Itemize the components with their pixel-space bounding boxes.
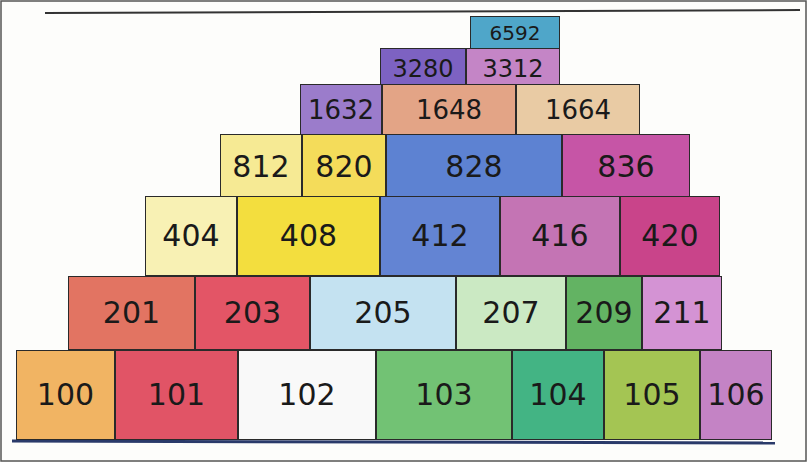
brick-number: 101 — [148, 380, 205, 410]
number-brick: 105 — [604, 350, 700, 440]
number-brick: 201 — [68, 276, 195, 350]
brick-number: 820 — [315, 152, 372, 182]
brick-number: 104 — [529, 380, 586, 410]
brick-number: 404 — [162, 221, 219, 251]
brick-number: 203 — [224, 298, 281, 328]
brick-number: 836 — [597, 152, 654, 182]
number-brick: 416 — [500, 196, 620, 276]
number-brick: 209 — [566, 276, 642, 350]
brick-number: 207 — [482, 298, 539, 328]
brick-number: 209 — [575, 298, 632, 328]
brick-number: 103 — [415, 380, 472, 410]
brick-number: 211 — [653, 298, 710, 328]
number-brick: 836 — [562, 134, 690, 200]
number-brick: 207 — [456, 276, 566, 350]
number-brick: 211 — [642, 276, 722, 350]
brick-number: 408 — [280, 221, 337, 251]
brick-number: 205 — [354, 298, 411, 328]
number-brick: 100 — [16, 350, 115, 440]
brick-number: 106 — [707, 380, 764, 410]
number-brick: 102 — [238, 350, 376, 440]
number-brick: 203 — [195, 276, 310, 350]
number-brick: 412 — [380, 196, 500, 276]
number-brick: 828 — [386, 134, 562, 200]
number-brick: 1664 — [516, 84, 640, 136]
number-brick: 106 — [700, 350, 772, 440]
number-brick: 103 — [376, 350, 512, 440]
brick-number: 100 — [37, 380, 94, 410]
number-brick: 404 — [145, 196, 237, 276]
brick-number: 420 — [641, 221, 698, 251]
number-brick: 1632 — [300, 84, 382, 136]
brick-number: 412 — [411, 221, 468, 251]
number-brick: 104 — [512, 350, 604, 440]
brick-number: 828 — [445, 152, 502, 182]
brick-number: 812 — [232, 152, 289, 182]
brick-number: 1632 — [308, 97, 374, 123]
brick-number: 416 — [531, 221, 588, 251]
number-brick: 820 — [302, 134, 386, 200]
top-rule — [45, 10, 800, 13]
brick-number: 102 — [278, 380, 335, 410]
number-brick: 1648 — [382, 84, 516, 136]
brick-number: 3312 — [482, 57, 543, 81]
brick-number: 1648 — [416, 97, 482, 123]
brick-number: 6592 — [490, 23, 541, 43]
number-brick: 205 — [310, 276, 456, 350]
brick-number: 201 — [103, 298, 160, 328]
brick-number: 3280 — [392, 57, 453, 81]
number-brick: 812 — [220, 134, 302, 200]
number-brick: 420 — [620, 196, 720, 276]
number-brick: 6592 — [470, 16, 560, 50]
base-rule — [12, 441, 775, 443]
number-brick: 101 — [115, 350, 238, 440]
brick-number: 1664 — [545, 97, 611, 123]
brick-number: 105 — [623, 380, 680, 410]
number-brick: 408 — [237, 196, 380, 276]
